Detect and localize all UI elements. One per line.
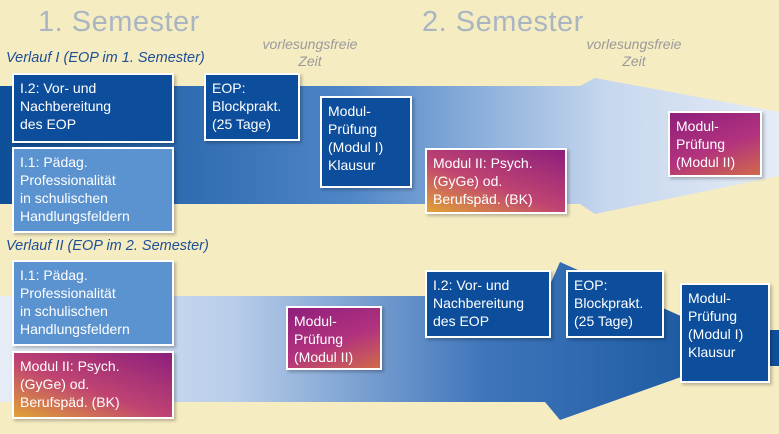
semester-2-heading: 2. Semester [422, 6, 584, 38]
v1-exam-modul-i-box: Modul-Prüfung(Modul I)Klausur [320, 96, 412, 188]
semester-1-heading: 1. Semester [38, 6, 200, 38]
lecture-free-label-2: vorlesungsfreie Zeit [586, 36, 682, 69]
v1-eop-box: EOP:Blockprakt.(25 Tage) [204, 73, 300, 141]
v2-exam-modul-ii-box: Modul-Prüfung(Modul II) [286, 306, 382, 370]
v2-exam-modul-i-box: Modul-Prüfung(Modul I)Klausur [680, 283, 770, 383]
v2-module-ii-box: Modul II: Psych.(GyGe) od.Berufspäd. (BK… [12, 351, 174, 419]
verlauf-2-title: Verlauf II (EOP im 2. Semester) [6, 238, 209, 254]
v1-module-ii-box: Modul II: Psych.(GyGe) od.Berufspäd. (BK… [425, 148, 567, 214]
v2-eop-box: EOP:Blockprakt.(25 Tage) [566, 270, 664, 338]
verlauf-1-title: Verlauf I (EOP im 1. Semester) [6, 50, 205, 66]
lecture-free-label-1: vorlesungsfreie Zeit [262, 36, 358, 69]
v1-exam-modul-ii-box: Modul-Prüfung(Modul II) [668, 111, 762, 177]
